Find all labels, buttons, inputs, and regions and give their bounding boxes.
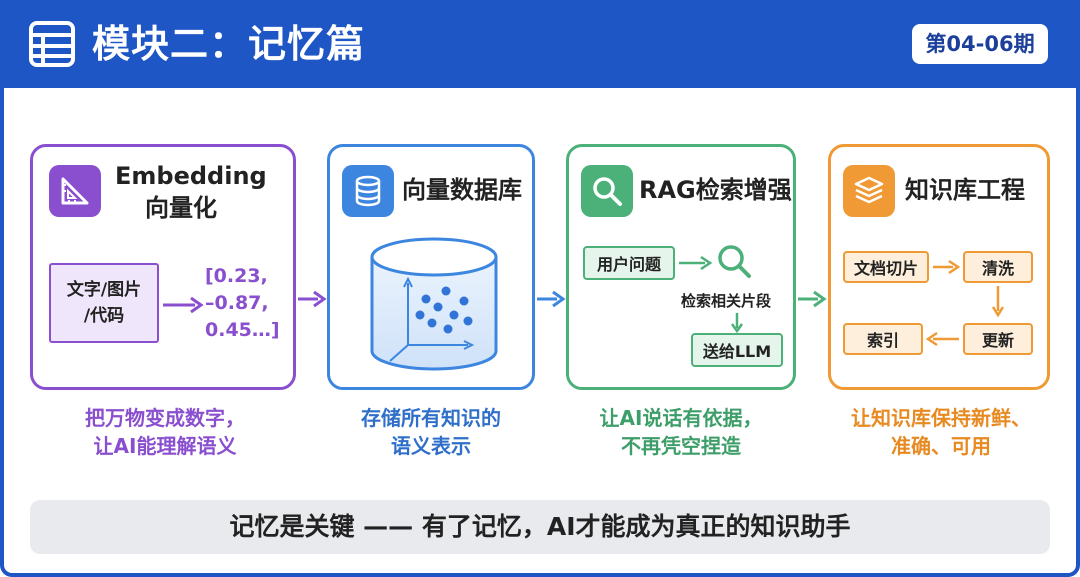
- caption-vector-db: 存储所有知识的 语义表示: [327, 404, 535, 460]
- clean-box: 清洗: [963, 251, 1033, 283]
- caption-rag-line2: 不再凭空捏造: [621, 434, 741, 458]
- table-list-icon: [29, 21, 75, 67]
- connector-arrow-icon: [298, 290, 327, 308]
- card-embedding: Embedding 向量化 文字/图片 /代码 [0.23, –0.87, 0.…: [30, 144, 296, 390]
- caption-rag: 让AI说话有依据， 不再凭空捏造: [566, 404, 796, 460]
- vector-line3: 0.45…]: [205, 319, 280, 341]
- card-title-rag: RAG检索增强: [639, 176, 792, 204]
- retrieve-label: 检索相关片段: [681, 292, 772, 310]
- page-title: 模块二：记忆篇: [92, 22, 366, 66]
- card-title-embedding: Embedding: [115, 162, 267, 190]
- caption-knowledge-base-line1: 让知识库保持新鲜、: [851, 406, 1031, 430]
- card-title-knowledge-base: 知识库工程: [905, 176, 1025, 204]
- period-badge: 第04-06期: [912, 24, 1048, 64]
- arrow-down-icon: [991, 286, 1005, 318]
- ruler-triangle-icon: [49, 165, 101, 217]
- user-question-box: 用户问题: [583, 246, 675, 280]
- arrow-down-icon: [730, 313, 744, 334]
- arrow-right-icon: [679, 255, 713, 271]
- header-bar: 模块二：记忆篇 第04-06期: [0, 0, 1080, 88]
- card-title-vector-db: 向量数据库: [402, 176, 522, 204]
- vector-line2: –0.87,: [205, 292, 269, 314]
- cylinder-scatter-icon: [370, 237, 498, 371]
- caption-rag-line1: 让AI说话有依据，: [599, 406, 763, 430]
- arrow-right-icon: [163, 296, 204, 314]
- search-icon: [581, 165, 633, 217]
- update-box: 更新: [963, 323, 1033, 355]
- magnifier-icon: [718, 245, 751, 278]
- index-box: 索引: [843, 323, 923, 355]
- vector-values: [0.23, –0.87, 0.45…]: [205, 263, 280, 344]
- caption-embedding-line2: 让AI能理解语义: [93, 434, 237, 458]
- caption-vector-db-line1: 存储所有知识的: [361, 406, 501, 430]
- caption-knowledge-base: 让知识库保持新鲜、 准确、可用: [818, 404, 1064, 460]
- vector-line1: [0.23,: [205, 265, 268, 287]
- connector-arrow-icon: [798, 290, 827, 308]
- caption-embedding: 把万物变成数字， 让AI能理解语义: [40, 404, 290, 460]
- card-rag: RAG检索增强 用户问题 检索相关片段 送给LLM: [566, 144, 796, 390]
- card-knowledge-base: 知识库工程 文档切片 清洗 更新 索引: [828, 144, 1050, 390]
- caption-embedding-line1: 把万物变成数字，: [85, 406, 245, 430]
- summary-bar: 记忆是关键 —— 有了记忆，AI才能成为真正的知识助手: [30, 500, 1050, 554]
- caption-vector-db-line2: 语义表示: [391, 434, 471, 458]
- arrow-left-icon: [925, 331, 959, 347]
- layers-icon: [843, 165, 895, 217]
- input-label-line1: 文字/图片: [66, 280, 142, 300]
- input-box: 文字/图片 /代码: [49, 263, 159, 343]
- chunk-box: 文档切片: [843, 251, 929, 283]
- input-label-line2: /代码: [83, 306, 125, 326]
- caption-knowledge-base-line2: 准确、可用: [891, 434, 991, 458]
- card-vector-db: 向量数据库: [327, 144, 535, 390]
- database-icon: [342, 165, 394, 217]
- send-llm-box: 送给LLM: [691, 333, 783, 367]
- connector-arrow-icon: [537, 290, 566, 308]
- card-subtitle-embedding: 向量化: [145, 194, 217, 222]
- arrow-right-icon: [933, 259, 961, 275]
